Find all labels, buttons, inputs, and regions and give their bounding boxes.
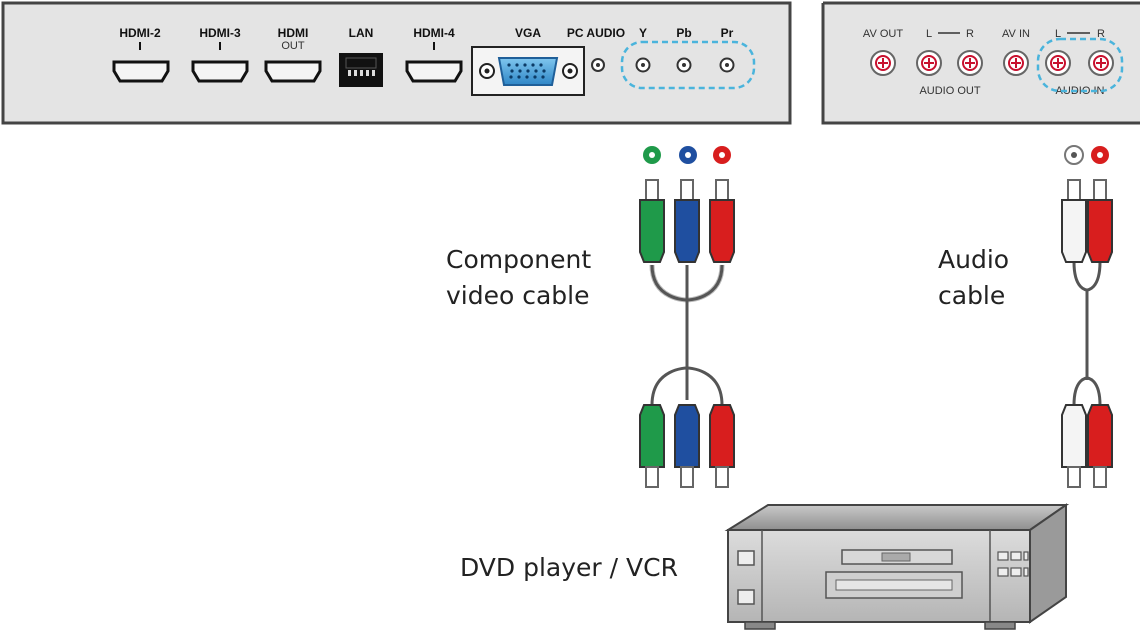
- av-out-label: AV OUT: [863, 28, 903, 40]
- hdmi4-label: HDMI-4: [413, 26, 455, 40]
- red-audio-indicator-icon: [1091, 146, 1109, 164]
- av-out-jack-icon: [870, 50, 896, 76]
- audio-in-r-jack-icon: [1088, 50, 1114, 76]
- tv-rear-panel-left: HDMI-2 HDMI-3 HDMI OUT LAN HDMI-4 VGA PC…: [1, 1, 792, 125]
- component-video-cable: [639, 146, 735, 488]
- av-in-label: AV IN: [1002, 28, 1030, 40]
- y-label: Y: [639, 26, 647, 40]
- hdmi-out-label-top: HDMI: [278, 26, 309, 40]
- blue-plug-top-icon: [674, 179, 700, 263]
- component-input-highlight: [620, 40, 756, 90]
- white-plug-bottom-icon: [1061, 404, 1087, 488]
- hdmi2-label: HDMI-2: [119, 26, 161, 40]
- pb-jack-icon: [676, 57, 692, 73]
- audio-out-r-jack-icon: [957, 50, 983, 76]
- white-indicator-icon: [1064, 145, 1084, 165]
- green-plug-bottom-icon: [639, 404, 665, 488]
- red-plug-top-icon: [709, 179, 735, 263]
- pb-label: Pb: [676, 26, 691, 40]
- audio-in-label: AUDIO IN: [1056, 85, 1105, 97]
- hdmi4-port-icon: [405, 60, 463, 83]
- audio-out-l-label: L: [926, 28, 932, 40]
- red-audio-plug-top-icon: [1087, 179, 1113, 263]
- audio-in-r-label: R: [1097, 28, 1105, 40]
- audio-out-l-jack-icon: [916, 50, 942, 76]
- lan-label: LAN: [349, 26, 374, 40]
- green-plug-top-icon: [639, 179, 665, 263]
- audio-cable-label: Audio cable: [938, 242, 1009, 315]
- component-cable-label-line2: video cable: [446, 281, 590, 311]
- audio-out-r-label: R: [966, 28, 974, 40]
- audio-cable-label-line2: cable: [938, 281, 1006, 311]
- vga-label: VGA: [515, 26, 541, 40]
- dvd-player-icon: [724, 503, 1070, 630]
- red-indicator-icon: [713, 146, 731, 164]
- audio-cable-label-line1: Audio: [938, 245, 1010, 274]
- av-in-jack-icon: [1003, 50, 1029, 76]
- red-audio-plug-bottom-icon: [1087, 404, 1113, 488]
- component-cable-label-line1: Component: [446, 245, 592, 274]
- audio-input-highlight: [1036, 37, 1124, 93]
- pc-audio-jack-icon: [591, 58, 605, 72]
- audio-cable: [1061, 145, 1113, 488]
- y-jack-icon: [635, 57, 651, 73]
- pr-label: Pr: [721, 26, 734, 40]
- hdmi2-port-icon: [112, 60, 170, 83]
- component-cable-label: Component video cable: [446, 242, 591, 315]
- pc-audio-label: PC AUDIO: [567, 26, 625, 40]
- green-indicator-icon: [643, 146, 661, 164]
- tv-rear-panel-right: AV OUT L R AV IN L R: [821, 1, 1140, 125]
- red-plug-bottom-icon: [709, 404, 735, 488]
- hdmi3-label: HDMI-3: [199, 26, 241, 40]
- device-label: DVD player / VCR: [460, 553, 678, 582]
- white-plug-top-icon: [1061, 179, 1087, 263]
- blue-indicator-icon: [679, 146, 697, 164]
- audio-in-l-label: L: [1055, 28, 1061, 40]
- lan-port-icon: [339, 53, 383, 87]
- audio-in-l-jack-icon: [1045, 50, 1071, 76]
- hdmi-out-port-icon: [264, 60, 322, 83]
- hdmi-out-label-bottom: OUT: [281, 40, 305, 52]
- blue-plug-bottom-icon: [674, 404, 700, 488]
- hdmi3-port-icon: [191, 60, 249, 83]
- vga-port-icon: [471, 46, 585, 96]
- pr-jack-icon: [719, 57, 735, 73]
- audio-out-label: AUDIO OUT: [919, 85, 980, 97]
